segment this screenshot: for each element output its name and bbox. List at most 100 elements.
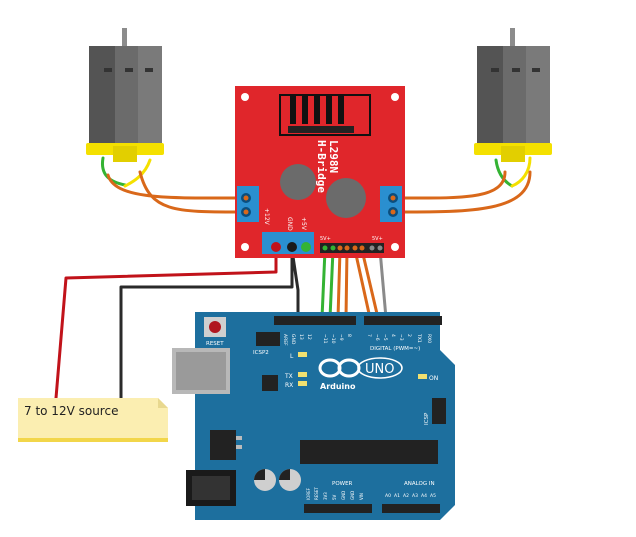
wire-power-black <box>119 248 294 400</box>
wire-in4-orange <box>360 248 380 320</box>
svg-text:~6: ~6 <box>374 334 380 341</box>
svg-text:A2: A2 <box>403 493 409 499</box>
digital-pin-labels: AREF GND 13 12 ~11 ~10 ~9 8 7 ~6 ~5 4 ~3… <box>282 333 432 346</box>
svg-text:IOREF: IOREF <box>306 487 311 500</box>
svg-text:13: 13 <box>298 334 304 340</box>
power-label: POWER <box>332 481 353 487</box>
chip-small <box>262 375 278 391</box>
power-pin-labels: IOREF RESET 3V3 5V GND GND VIN <box>306 487 364 500</box>
svg-text:VIN: VIN <box>359 493 364 500</box>
svg-text:7: 7 <box>366 334 372 337</box>
capacitor-icon <box>280 164 316 200</box>
led-on <box>418 374 427 379</box>
led-tx <box>298 372 307 377</box>
svg-text:GND: GND <box>350 491 355 500</box>
label-12v: +12V <box>263 208 270 226</box>
terminal-left <box>237 186 259 222</box>
svg-text:A3: A3 <box>412 493 418 499</box>
wire-right-motor-orange2 <box>398 170 532 214</box>
reset-label: RESET <box>206 341 224 347</box>
analog-header <box>382 504 440 513</box>
svg-text:3V3: 3V3 <box>323 492 328 500</box>
led-on-label: ON <box>429 375 438 382</box>
label-5v-b: 5V+ <box>372 236 383 242</box>
svg-text:5V: 5V <box>332 494 337 500</box>
svg-text:A0: A0 <box>385 493 391 499</box>
analog-label: ANALOG IN <box>404 481 435 487</box>
wire-right-motor-yellow <box>510 156 532 188</box>
svg-text:RESET: RESET <box>314 487 319 500</box>
svg-text:A1: A1 <box>394 493 400 499</box>
led-rx-label: RX <box>285 382 293 389</box>
reset-button-icon[interactable] <box>204 317 226 337</box>
svg-text:GND: GND <box>341 491 346 500</box>
atmega-chip <box>300 440 438 464</box>
wire-right-motor-orange1 <box>398 170 507 200</box>
l298n-board: L298N H-Bridge +12V GND +5V 5V+ 5V+ <box>235 86 405 258</box>
icsp-label: ICSP <box>424 412 430 425</box>
control-header <box>320 243 384 253</box>
svg-text:A4: A4 <box>421 493 427 499</box>
capacitor-icon <box>254 469 276 491</box>
regulator <box>210 430 236 460</box>
led-l-label: L <box>290 353 294 360</box>
wire-power-red <box>54 246 278 400</box>
wire-enb-green <box>328 248 335 320</box>
wire-left-motor-yellow <box>123 158 152 188</box>
label-5v: +5V <box>300 217 307 231</box>
wire-in3-orange <box>353 248 372 320</box>
svg-text:GND: GND <box>290 334 296 345</box>
svg-text:A5: A5 <box>430 493 436 499</box>
digital-header-2 <box>364 316 442 325</box>
label-gnd: GND <box>286 217 293 231</box>
power-header <box>304 504 372 513</box>
led-tx-label: TX <box>284 373 293 380</box>
uno-badge: UNO <box>357 357 403 379</box>
svg-text:~3: ~3 <box>398 334 404 341</box>
motor-left-icon <box>86 28 164 162</box>
power-source-note: 7 to 12V source <box>18 398 168 442</box>
l298n-title: L298N <box>327 140 340 173</box>
svg-text:2: 2 <box>406 334 412 337</box>
label-5v-a: 5V+ <box>320 236 331 242</box>
svg-text:TX1: TX1 <box>416 333 422 343</box>
wire-left-motor-orange1 <box>106 173 242 200</box>
wire-left-motor-green <box>100 156 127 187</box>
barrel-jack-icon <box>186 470 236 506</box>
digital-label: DIGITAL (PWM=~) <box>370 346 420 352</box>
capacitor-icon <box>279 469 301 491</box>
wire-left-motor-orange2 <box>138 170 242 214</box>
arduino-board: RESET ICSP2 AREF GND 13 12 ~11 ~10 ~9 8 … <box>172 312 455 520</box>
svg-text:~11: ~11 <box>322 334 328 344</box>
icsp2-label: ICSP2 <box>253 350 269 356</box>
wire-right-motor-green <box>494 158 514 188</box>
icsp-header <box>432 398 446 424</box>
uno-text: UNO <box>365 362 394 377</box>
wire-gnd-arduino <box>290 248 300 320</box>
svg-text:~10: ~10 <box>330 334 336 344</box>
led-rx <box>298 381 307 386</box>
wire-in2-orange <box>344 248 349 320</box>
digital-header-1 <box>274 316 356 325</box>
motor-right-icon <box>474 28 552 162</box>
icsp2-header <box>256 332 280 346</box>
wire-in1-orange <box>336 248 342 320</box>
led-l <box>298 352 307 357</box>
wire-gray <box>378 248 388 320</box>
wires <box>54 156 532 400</box>
svg-text:12: 12 <box>306 334 312 340</box>
l298n-subtitle: H-Bridge <box>315 140 328 193</box>
terminal-power <box>262 232 314 254</box>
svg-text:AREF: AREF <box>282 334 288 346</box>
svg-text:8: 8 <box>346 334 352 337</box>
svg-text:~5: ~5 <box>382 334 388 341</box>
power-source-label: 7 to 12V source <box>24 404 118 418</box>
usb-port-icon <box>172 348 230 394</box>
svg-text:4: 4 <box>390 334 396 337</box>
terminal-right <box>380 186 402 222</box>
wire-ena-green <box>320 248 327 320</box>
analog-pin-labels: A0 A1 A2 A3 A4 A5 <box>385 493 436 499</box>
svg-text:~9: ~9 <box>338 334 344 341</box>
capacitor-icon <box>326 178 366 218</box>
